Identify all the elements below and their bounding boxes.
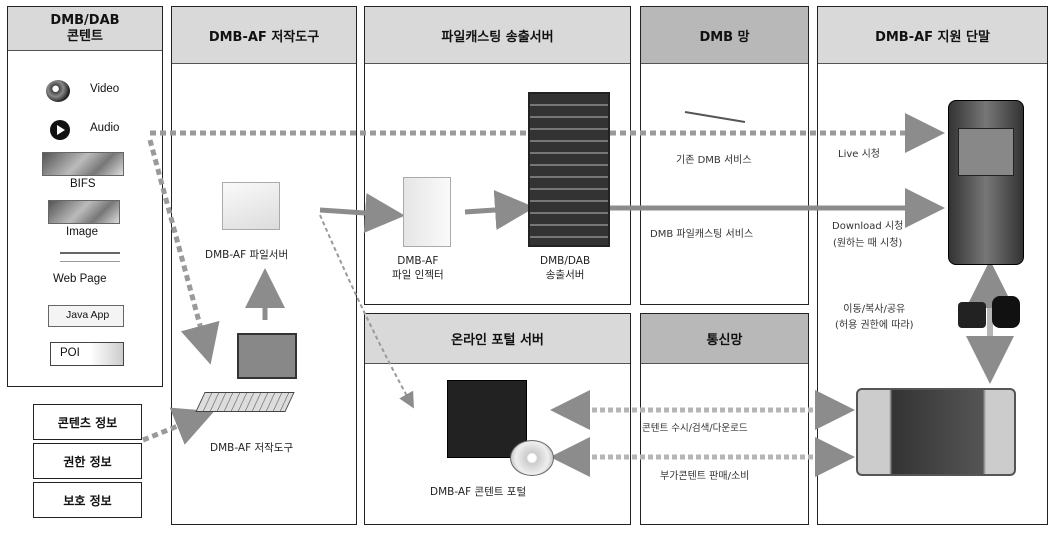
info-to-authoring-arrow	[142, 407, 215, 445]
web-page-thumbnail	[60, 252, 120, 262]
source-item-audio: Audio	[90, 122, 120, 134]
move-copy-share-label: 이동/복사/공유 (허용 권한에 따라)	[835, 304, 914, 331]
portal-search-label: 콘텐트 수시/검색/다운로드	[642, 423, 748, 434]
terminal-panel-title: DMB-AF 지원 단말	[818, 7, 1047, 64]
telecom-panel-title: 통신망	[641, 314, 808, 364]
legacy-dmb-label: 기존 DMB 서비스	[676, 155, 752, 166]
source-item-web-page: Web Page	[53, 273, 107, 285]
pmp-device-icon	[856, 388, 1016, 476]
source-item-video: Video	[90, 83, 120, 95]
computer-monitor-icon	[237, 333, 297, 379]
media-disc-icon	[958, 302, 986, 328]
content-info-box: 콘텐츠 정보	[33, 404, 142, 440]
transmitter-label: DMB/DAB 송출서버	[540, 255, 591, 281]
fileserver-to-portal-arrow	[319, 214, 414, 409]
authoring-tool-label: DMB-AF 저작도구	[210, 442, 294, 454]
download-view-label: Download 시청 (원하는 때 시청)	[832, 221, 904, 249]
source-item-java-app: Java App	[66, 309, 110, 321]
file-injector-label: DMB-AF 파일 인젝터	[392, 255, 444, 281]
poi-box	[50, 342, 124, 366]
source-to-authoring-arrow	[147, 139, 220, 365]
phone-screen-icon	[958, 128, 1014, 176]
portal-server-icon	[447, 380, 527, 458]
fileserver-to-injector-arrow	[319, 193, 405, 233]
live-view-label: Live 시청	[838, 149, 880, 160]
protection-info-box: 보호 정보	[33, 482, 142, 518]
lock-icon	[992, 296, 1020, 328]
file-server-label: DMB-AF 파일서버	[205, 249, 289, 261]
dmb-network-panel-title: DMB 망	[641, 7, 808, 64]
disc-icon	[510, 440, 554, 476]
source-item-bifs: BIFS	[70, 178, 96, 190]
signal-glyph	[684, 111, 746, 123]
file-injector-icon	[403, 177, 451, 247]
file-server-icon	[222, 182, 280, 230]
injector-to-transmitter-arrow	[464, 190, 535, 230]
video-icon	[46, 80, 70, 102]
play-icon	[57, 125, 65, 135]
source-panel-title: DMB/DAB 콘텐트	[8, 7, 162, 51]
portal-panel-title: 온라인 포털 서버	[365, 314, 630, 364]
filecasting-panel-title: 파일캐스팅 송출서버	[365, 7, 630, 64]
computer-keyboard-icon	[195, 392, 295, 412]
source-item-poi: POI	[60, 347, 80, 359]
filecasting-service-label: DMB 파일캐스팅 서비스	[650, 229, 754, 240]
mobile-phone-icon	[948, 100, 1024, 265]
portal-purchase-label: 부가콘텐트 판매/소비	[660, 471, 750, 482]
source-item-image: Image	[66, 226, 98, 238]
portal-label: DMB-AF 콘텐트 포털	[430, 486, 527, 498]
authoring-panel-title: DMB-AF 저작도구	[172, 7, 356, 64]
java-app-box	[48, 305, 124, 327]
bifs-thumbnail	[42, 152, 124, 176]
rights-info-box: 권한 정보	[33, 443, 142, 479]
transmitter-server-icon	[528, 92, 610, 247]
image-thumbnail	[48, 200, 120, 224]
